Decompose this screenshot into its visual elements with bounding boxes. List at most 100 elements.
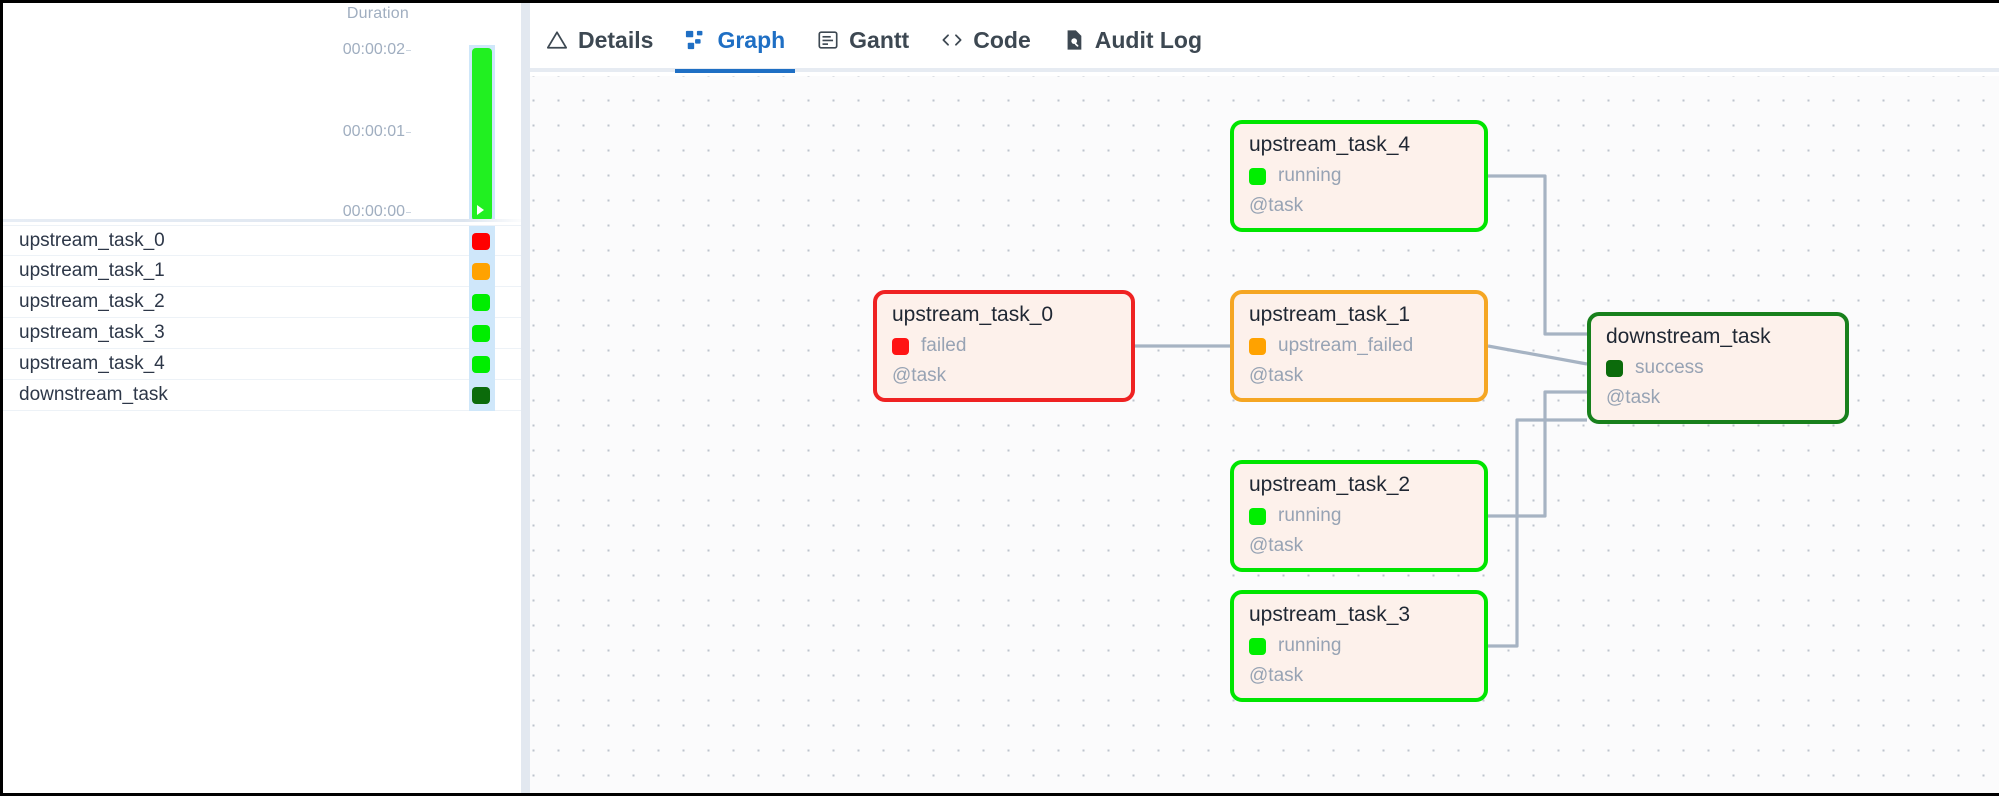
graph-node-state: running — [1249, 635, 1341, 657]
tab-audit-log[interactable]: Audit Log — [1047, 11, 1218, 69]
task-status-cell[interactable] — [469, 287, 495, 318]
tab-graph[interactable]: Graph — [669, 11, 801, 73]
duration-axis-tick-bottom: 00:00:00 — [342, 203, 405, 220]
duration-chart-title: Duration — [346, 5, 409, 22]
graph-node-state-label: success — [1635, 357, 1704, 378]
graph-node-state-swatch — [1249, 167, 1266, 185]
duration-bar[interactable] — [472, 48, 492, 221]
angle-brackets-icon — [941, 29, 963, 51]
graph-node-operator: @task — [892, 365, 947, 386]
graph-edge-upstream_task_4-to-downstream_task — [1488, 174, 1587, 336]
graph-edge-upstream_task_1-to-downstream_task — [1487, 344, 1588, 366]
task-status-swatch — [472, 325, 490, 342]
task-status-swatch — [472, 356, 490, 373]
chart-baseline — [3, 219, 527, 222]
tab-details[interactable]: Details — [530, 11, 669, 69]
tab-label: Gantt — [849, 26, 910, 53]
graph-node-state-swatch — [1249, 637, 1266, 655]
graph-node-state-swatch — [892, 337, 909, 355]
task-status-cell[interactable] — [469, 318, 495, 349]
duration-bar-column[interactable] — [469, 45, 495, 221]
graph-nodes-icon — [685, 29, 707, 51]
tab-label: Details — [578, 26, 654, 53]
graph-node-state-label: upstream_failed — [1278, 335, 1414, 356]
tab-bar: Details Graph Gantt Code Audit Log — [530, 3, 1999, 73]
graph-node-state: failed — [892, 335, 966, 357]
graph-node-operator: @task — [1249, 665, 1304, 686]
duration-chart: Duration 00:00:02 00:00:01 00:00:00 — [3, 3, 527, 221]
graph-node-state-label: running — [1278, 635, 1342, 656]
graph-node-title: upstream_task_2 — [1249, 473, 1411, 496]
task-list-row-label: upstream_task_2 — [19, 291, 165, 312]
tab-gantt[interactable]: Gantt — [801, 11, 925, 69]
task-list-row-label: upstream_task_4 — [19, 353, 165, 374]
task-status-cell[interactable] — [469, 226, 495, 257]
play-triangle-icon — [477, 205, 484, 215]
gantt-chart-icon — [817, 29, 839, 51]
graph-node-upstream_task_1[interactable]: upstream_task_1 upstream_failed @task — [1230, 290, 1488, 402]
task-list-row[interactable]: upstream_task_3 — [3, 318, 527, 349]
duration-axis-tick-mid: 00:00:01 — [342, 123, 405, 140]
duration-axis-tick-top: 00:00:02 — [342, 41, 405, 58]
axis-tick-mark — [406, 132, 411, 133]
task-status-swatch — [472, 387, 490, 404]
axis-tick-mark — [406, 50, 411, 51]
graph-node-state-swatch — [1249, 337, 1266, 355]
axis-tick-mark — [406, 212, 411, 213]
graph-node-state: upstream_failed — [1249, 335, 1413, 357]
document-search-icon — [1063, 29, 1085, 51]
right-pane: Details Graph Gantt Code Audit Log upstream_… — [530, 3, 1999, 793]
tab-code[interactable]: Code — [925, 11, 1047, 69]
task-list-row-label: upstream_task_3 — [19, 322, 165, 343]
tab-strip: Details Graph Gantt Code Audit Log — [530, 11, 1218, 73]
task-status-cell[interactable] — [469, 256, 495, 287]
warning-triangle-icon — [546, 29, 568, 51]
graph-node-state-label: failed — [921, 335, 967, 356]
task-list-row[interactable]: upstream_task_2 — [3, 287, 527, 318]
task-status-swatch — [472, 294, 490, 311]
task-list-row-label: upstream_task_0 — [19, 229, 165, 251]
task-status-cell[interactable] — [469, 349, 495, 380]
panel-divider[interactable] — [521, 3, 530, 793]
tab-label: Graph — [717, 26, 786, 53]
task-list-row-label: upstream_task_1 — [19, 260, 165, 281]
tab-label: Audit Log — [1094, 26, 1203, 53]
task-status-cell[interactable] — [469, 380, 495, 411]
task-list-row[interactable]: upstream_task_1 — [3, 256, 527, 287]
tab-label: Code — [973, 26, 1031, 53]
graph-node-operator: @task — [1249, 535, 1304, 556]
task-list-row-label: downstream_task — [19, 384, 168, 405]
graph-node-state-label: running — [1278, 165, 1342, 186]
graph-node-title: upstream_task_1 — [1249, 303, 1411, 326]
graph-node-operator: @task — [1606, 387, 1661, 408]
graph-node-state: running — [1249, 165, 1341, 187]
graph-node-title: upstream_task_4 — [1249, 133, 1411, 156]
graph-node-state-label: running — [1278, 505, 1342, 526]
graph-node-state: success — [1606, 357, 1704, 379]
graph-edges — [1135, 174, 1588, 648]
graph-node-operator: @task — [1249, 195, 1304, 216]
graph-node-state-swatch — [1249, 507, 1266, 525]
task-list: upstream_task_0 upstream_task_1 upstream_t… — [3, 225, 527, 411]
graph-node-title: upstream_task_0 — [892, 303, 1054, 326]
tab-active-underline — [675, 69, 796, 73]
left-panel: Duration 00:00:02 00:00:01 00:00:00 upst… — [3, 3, 527, 793]
graph-node-operator: @task — [1249, 365, 1304, 386]
graph-node-title: downstream_task — [1606, 325, 1771, 348]
task-list-row[interactable]: upstream_task_0 — [3, 225, 527, 257]
task-status-swatch — [472, 233, 490, 250]
graph-node-state-swatch — [1606, 359, 1623, 377]
graph-node-state: running — [1249, 505, 1341, 527]
graph-edge-upstream_task_3-to-downstream_task — [1488, 418, 1587, 648]
task-list-row[interactable]: upstream_task_4 — [3, 349, 527, 380]
task-list-row[interactable]: downstream_task — [3, 380, 527, 411]
graph-edge-upstream_task_2-to-downstream_task — [1488, 390, 1587, 518]
graph-node-title: upstream_task_3 — [1249, 603, 1411, 626]
